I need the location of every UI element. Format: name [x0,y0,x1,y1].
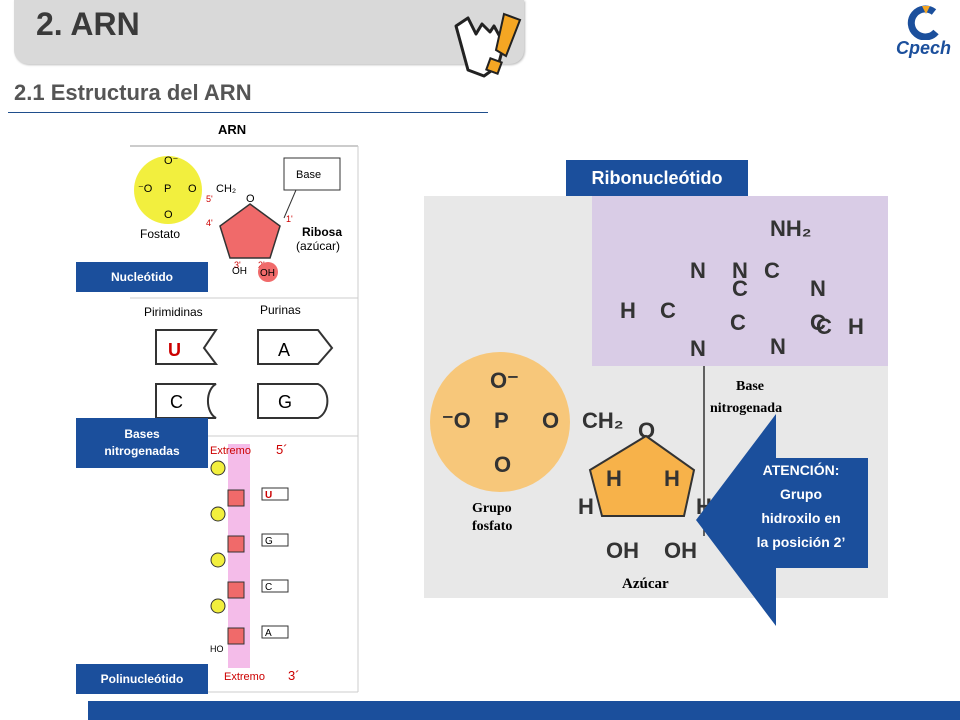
oh-3: OH [232,266,247,277]
atom-n4: N [770,334,786,359]
phosphate-circle [134,156,202,224]
nucleotido-label: Nucleótido [76,262,208,292]
atom-n2: N [810,276,826,301]
azucar-caption: Azúcar [622,576,669,592]
rp-ring-o: O [638,418,655,443]
azucar-label: (azúcar) [296,239,340,253]
rp-p: P [494,408,509,433]
extremo3-label: Extremo [224,671,265,683]
polinucleotido-label: Polinucleótido [76,664,208,694]
attention-line4: la posición 2’ [756,534,846,550]
base-u: U [168,340,181,360]
attention-arrow-shape [696,414,868,626]
left-heading: ARN [218,122,246,137]
extremo5-num: 5´ [276,442,288,457]
base-a: A [278,340,290,360]
attention-line1: ATENCIÓN: [762,462,840,478]
ph-label-p: P [164,183,171,195]
rp-ch2: CH₂ [582,408,624,433]
attention-line3: hidroxilo en [761,510,841,526]
sugar-h1: H [606,466,622,491]
atom-n5: N [732,258,748,283]
ribonucleotide-figure: NH₂ N C C N H C N C C N C H N Base nitro… [424,196,888,598]
bases-label: Bases nitrogenadas [76,418,208,468]
purines-label: Purinas [260,303,301,317]
cpech-logo-icon [907,5,939,40]
attention-text: ATENCIÓN: Grupo hidroxilo en la posición… [734,458,868,554]
atom-h2: H [848,314,864,339]
pos-4: 4' [206,218,213,228]
phosphate-caption: Fostato [140,227,180,241]
rna-left-figure: ARN O⁻ ⁻O P O O Fostato CH₂ O 5' 4' 3' 2… [130,122,359,693]
sugar-h3: H [578,494,594,519]
ribose-pentagon [219,203,281,259]
base-g: G [278,392,292,412]
title-bar [14,0,524,64]
base-c: C [170,392,183,412]
chain-units [210,460,245,645]
base-label-2: nitrogenada [710,401,782,416]
atom-c2: C [732,276,748,301]
sugar-oh2: OH [664,538,697,563]
chain-base-c: C [265,582,272,593]
chain-base-a: A [265,628,272,639]
divider [8,112,488,113]
footer-bar [88,701,960,720]
extremo5-label: Extremo [210,445,251,457]
rp-o3: O [542,408,559,433]
pos-3: 3' [234,260,241,270]
atom-c5: C [810,310,826,335]
atom-c6: C [816,314,832,339]
fosfato-label: fosfato [472,519,512,534]
oh-2: OH [260,268,275,279]
ho-label: HO [210,644,224,654]
ribosa-label: Ribosa [302,225,342,239]
ph-label-o1: O⁻ [164,155,179,167]
atom-n1: N [690,258,706,283]
grupo-label: Grupo [472,501,512,516]
rp-o4: O [494,452,511,477]
base-label-1: Base [736,379,764,394]
chain-base-g: G [265,536,273,547]
sugar-oh1: OH [606,538,639,563]
pyrimidines-label: Pirimidinas [144,305,203,319]
sugar-ring [588,434,696,517]
ring-o: O [246,193,255,205]
page-title: 2. ARN [36,6,140,42]
atom-n3: N [690,336,706,361]
chain-base-u: U [265,490,272,501]
ribonucleotido-label: Ribonucleótido [566,160,748,196]
ph-label-o2: ⁻O [138,183,153,195]
sugar-h2: H [664,466,680,491]
bases-label-line2: nitrogenadas [104,444,180,458]
pos-5: 5' [206,194,213,204]
ch2-label: CH₂ [216,183,236,195]
ph-label-o3: O [188,183,197,195]
atom-c1: C [764,258,780,283]
base-box [283,157,341,191]
atom-c4: C [730,310,746,335]
logo-text: Cpech [896,38,952,58]
nh2-label: NH₂ [770,216,812,241]
rp-o2: ⁻O [442,408,471,433]
section-subtitle: 2.1 Estructura del ARN [14,80,252,105]
rp-o1: O⁻ [490,368,519,393]
atom-h1: H [620,298,636,323]
attention-line2: Grupo [780,486,822,502]
extremo3-num: 3´ [288,668,300,683]
phosphate-sphere [430,352,570,492]
bases-label-line1: Bases [124,427,160,441]
pos-1: 1' [286,214,293,224]
ph-label-o4: O [164,209,173,221]
atom-c3: C [660,298,676,323]
pointing-hand-icon [454,12,522,78]
base-box-label: Base [296,169,321,181]
